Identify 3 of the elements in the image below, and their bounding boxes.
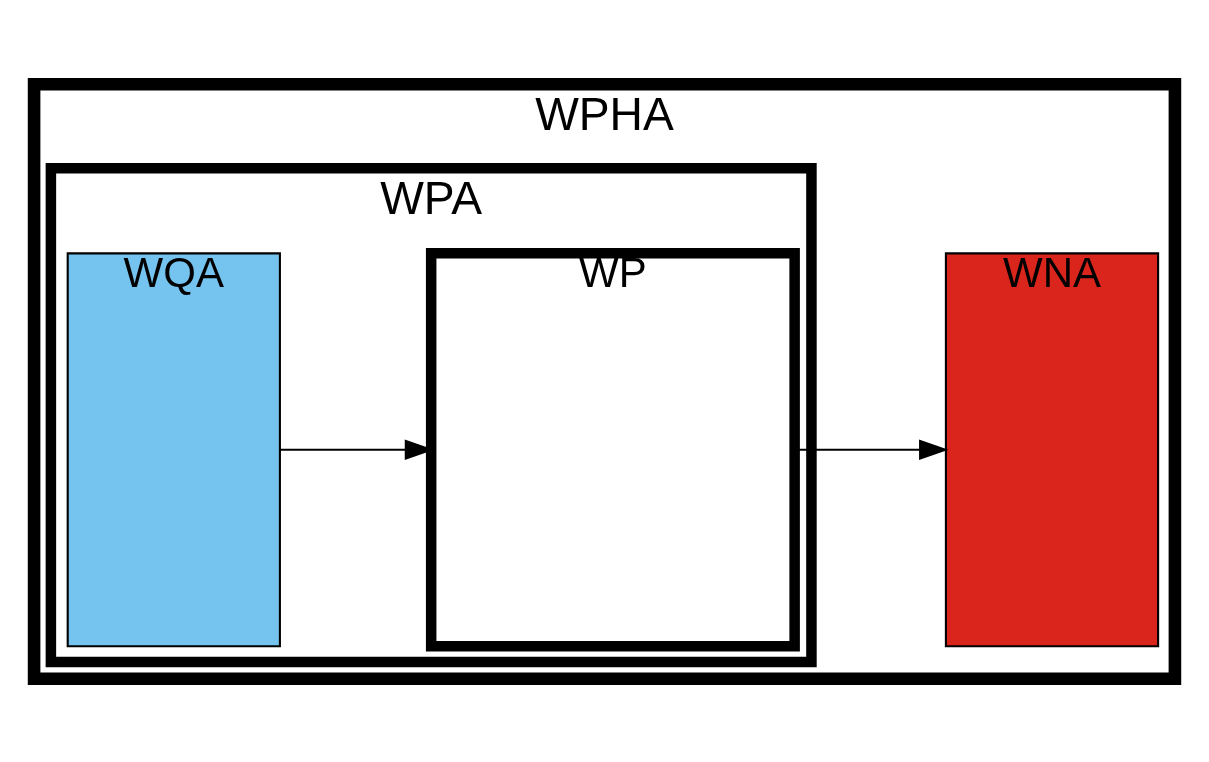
node-box: WQA [66, 251, 281, 647]
node-box: WNA [944, 251, 1160, 647]
node-box: WP [425, 247, 800, 651]
